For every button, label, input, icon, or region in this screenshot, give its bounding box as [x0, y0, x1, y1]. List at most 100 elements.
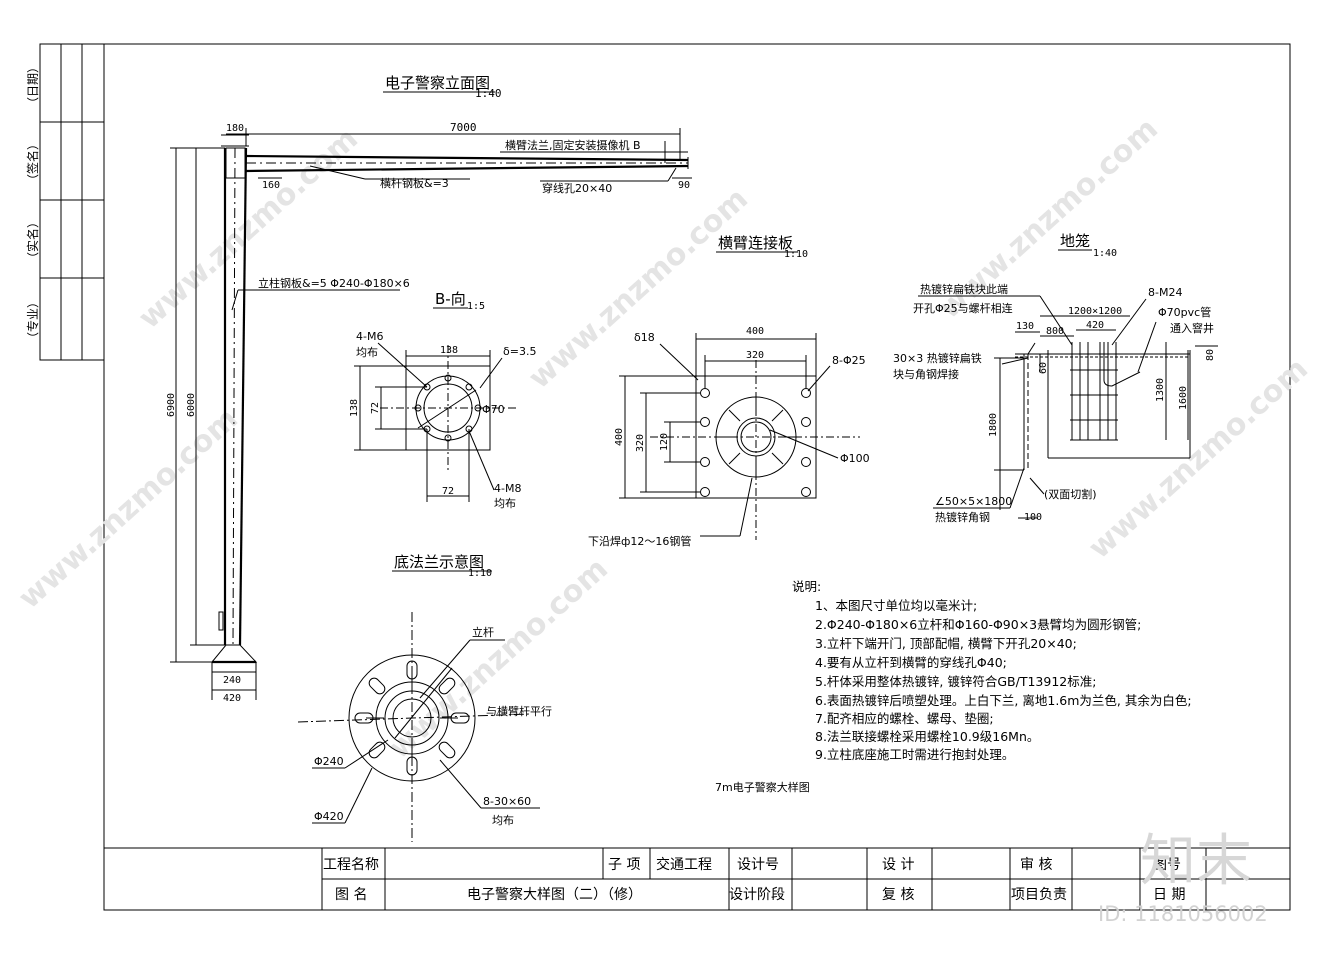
dim-6000: 6000 — [186, 393, 197, 417]
elevation-title: 电子警察立面图 — [385, 74, 490, 92]
cage-dim-420: 420 — [1086, 320, 1104, 331]
tb-pic-no: 图号 — [1153, 857, 1181, 873]
dim-420: 420 — [223, 693, 241, 704]
elevation-view: 电子警察立面图 1:40 7000 180 160 — [166, 74, 692, 704]
cage-dim-1300: 1300 — [1155, 378, 1166, 402]
watermark-text: www.znzmo.com — [132, 121, 365, 336]
arm-dim-320-top: 320 — [746, 350, 764, 361]
b-label-m8-even: 均布 — [494, 497, 516, 510]
base-flange-view: 底法兰示意图 1:10 立杆 与横臂杆平行 Φ240 — [297, 553, 552, 842]
tb-drawing-name: 图 名 — [335, 887, 367, 903]
cage-scale: 1:40 — [1093, 248, 1117, 259]
arm-label-delta18: δ18 — [634, 331, 655, 344]
logo-text: 知末 — [1140, 829, 1252, 894]
b-dim-138-top: 138 — [440, 345, 458, 356]
flange-label-even: 均布 — [492, 814, 514, 827]
note-item: 7.配齐相应的螺栓、螺母、垫圈; — [815, 711, 994, 726]
base-flange-title: 底法兰示意图 — [394, 553, 484, 571]
label-hole: 穿线孔20×40 — [542, 181, 612, 195]
cage-label-angle: ∠50×5×1800 — [935, 495, 1012, 508]
b-label-phi70: Φ70 — [482, 403, 505, 416]
notes-head: 说明: — [792, 579, 821, 594]
note-item: 5.杆体采用整体热镀锌, 镀锌符合GB/T13912标准; — [815, 674, 1096, 689]
notes-caption: 7m电子警察大样图 — [715, 780, 810, 794]
tb-check: 复 核 — [882, 886, 914, 903]
b-label-delta: δ=3.5 — [503, 345, 536, 358]
label-pole-plate: 立柱钢板&=5 Φ240-Φ180×6 — [258, 276, 410, 290]
dim-160: 160 — [262, 180, 280, 191]
arm-plate-title: 横臂连接板 — [718, 234, 793, 252]
cage-view: 地笼 1:40 1200×1200 130 800 — [893, 232, 1218, 524]
note-item: 3.立杆下端开门, 顶部配帽, 横臂下开孔20×40; — [815, 636, 1077, 651]
watermark-logo: 知末 ID: 1181056002 — [1098, 829, 1268, 926]
cage-label-m24: 8-M24 — [1148, 286, 1182, 299]
side-block-labels: （日期） （签名） （实名） （专业） — [25, 61, 40, 344]
watermark-text: www.znzmo.com — [382, 551, 615, 766]
cage-title: 地笼 — [1060, 232, 1090, 250]
dim-240: 240 — [223, 675, 241, 686]
cage-label-pvc: Φ70pvc管 — [1158, 305, 1211, 319]
arm-dim-120: 120 — [659, 433, 670, 451]
pole — [210, 134, 258, 664]
cage-dim-80: 80 — [1205, 349, 1216, 361]
cage-label-drill: 开孔Φ25与螺杆相连 — [913, 301, 1013, 315]
arm-label-phi25: 8-Φ25 — [832, 354, 866, 367]
tb-traffic: 交通工程 — [656, 856, 712, 873]
tb-drawing-title: 电子警察大样图（二）（修） — [467, 886, 642, 903]
arm-label-weld: 下沿焊ф12～16钢管 — [588, 534, 691, 548]
flange-slots — [354, 660, 470, 776]
watermark-text: www.znzmo.com — [12, 401, 245, 616]
cage-label-galv: 热镀锌角钢 — [935, 510, 990, 524]
dim-90: 90 — [678, 180, 690, 191]
note-item: 4.要有从立杆到横臂的穿线孔Φ40; — [815, 655, 1007, 670]
b-dim-72-bottom: 72 — [442, 486, 454, 497]
watermark-text: www.znzmo.com — [522, 181, 755, 396]
arm-label-phi100: Φ100 — [840, 452, 870, 465]
notes: 说明: 1、本图尺寸单位均以毫米计; 2.Φ240-Φ180×6立杆和Φ160-… — [715, 579, 1192, 794]
tb-date: 日 期 — [1153, 887, 1185, 903]
tb-pm: 项目负责 — [1011, 887, 1067, 903]
b-dim-138-left: 138 — [349, 399, 360, 417]
b-view-scale: 1:5 — [467, 301, 485, 312]
side-label-date: （日期） — [26, 61, 40, 109]
flange-label-parallel: 与横臂杆平行 — [486, 704, 552, 718]
arm-dim-400-left: 400 — [614, 428, 625, 446]
title-block-text: 工程名称 子 项 交通工程 设计号 设 计 审 核 图号 图 名 电子警察大样图… — [323, 856, 1185, 903]
cage-bars — [1070, 342, 1141, 441]
note-item: 2.Φ240-Φ180×6立杆和Φ160-Φ90×3悬臂均为圆形钢管; — [815, 617, 1141, 632]
tb-sub-item: 子 项 — [608, 857, 640, 873]
cage-label-to-well: 通入窨井 — [1170, 321, 1214, 335]
side-label-sign: （签名） — [25, 138, 40, 186]
b-view-title: B-向 — [435, 290, 466, 308]
arm-plate-view: 横臂连接板 1:10 400 320 400 — [588, 234, 870, 548]
b-dim-72-left: 72 — [370, 402, 381, 414]
side-label-name: （实名） — [25, 216, 40, 264]
dim-7000: 7000 — [450, 121, 477, 134]
flange-label-bolts: 8-30×60 — [483, 795, 531, 808]
label-arm-plate: 横杆钢板&=3 — [380, 176, 449, 190]
tb-audit: 审 核 — [1020, 857, 1052, 873]
cage-label-weld-angle: 块与角钢焊接 — [893, 367, 959, 381]
arm-dim-320-left: 320 — [635, 434, 646, 452]
side-label-major: （专业） — [25, 296, 40, 344]
b-view: B-向 1:5 138 138 72 72 4-M6 均布 δ=3.5 Φ70 … — [349, 290, 536, 510]
cage-dim-800: 800 — [1046, 326, 1064, 337]
base-flange-scale: 1:10 — [468, 568, 492, 579]
watermark-id: ID: 1181056002 — [1098, 902, 1268, 926]
cage-dim-100: 100 — [1024, 512, 1042, 523]
cage-label-hot-flat: 热镀锌扁铁块此端 — [920, 282, 1008, 296]
flange-label-phi240: Φ240 — [314, 755, 344, 768]
cage-dim-130: 130 — [1016, 321, 1034, 332]
flange-label-phi420: Φ420 — [314, 810, 344, 823]
note-item: 8.法兰联接螺栓采用螺栓10.9级16Mn。 — [815, 729, 1039, 744]
b-label-m8: 4-M8 — [494, 482, 521, 495]
arm-plate-scale: 1:10 — [784, 249, 808, 260]
tb-stage: 设计阶段 — [729, 887, 785, 903]
label-arm-flange: 横臂法兰,固定安装摄像机 B — [505, 138, 641, 152]
dim-6900: 6900 — [166, 393, 177, 417]
tb-project-name: 工程名称 — [323, 857, 379, 873]
tb-design-no: 设计号 — [737, 857, 779, 873]
cross-arm — [245, 141, 689, 173]
note-item: 6.表面热镀锌后喷塑处理。上白下兰, 离地1.6m为兰色, 其余为白色; — [815, 693, 1192, 708]
